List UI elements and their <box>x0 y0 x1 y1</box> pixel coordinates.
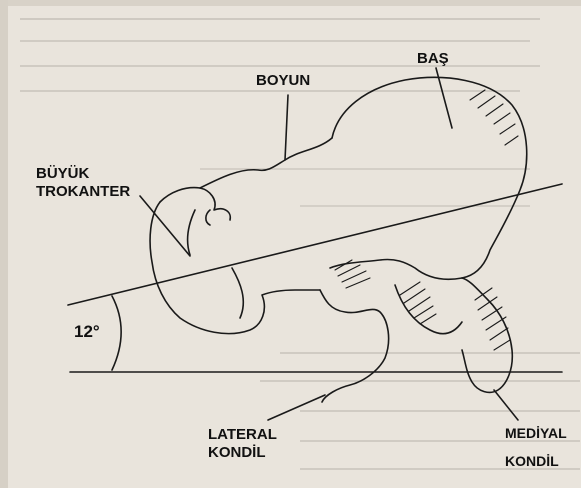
labels: BAŞ BOYUN BÜYÜK TROKANTER 12° LATERAL KO… <box>36 50 567 469</box>
label-trokanter: TROKANTER <box>36 183 130 200</box>
medial-condyle-hatching <box>475 288 510 350</box>
label-lateral: LATERAL <box>208 426 277 443</box>
label-lateral-kondil: KONDİL <box>208 444 266 461</box>
greater-trochanter-outline <box>150 202 320 334</box>
angle-arc <box>112 296 121 370</box>
trochanter-bump <box>206 210 210 225</box>
condyle-inner-arc <box>232 268 243 318</box>
lateral-condyle-outline <box>320 290 389 402</box>
neck-lower-border <box>330 259 462 279</box>
label-medial: MEDİYAL <box>505 425 567 441</box>
trochanter-top <box>160 188 230 220</box>
label-boyun: BOYUN <box>256 72 310 89</box>
leader-lines <box>140 68 518 420</box>
label-buyuk: BÜYÜK <box>36 165 90 182</box>
neck-axis-line <box>68 184 562 305</box>
trochanter-inner <box>188 210 195 255</box>
leader-lateral-kondil <box>268 395 325 420</box>
leader-boyun <box>285 95 288 160</box>
neck-hatching <box>335 260 370 288</box>
head-hatching <box>470 90 518 145</box>
reference-lines <box>68 184 562 372</box>
neck-upper-border <box>200 138 332 188</box>
intercondylar-hatching <box>400 282 436 324</box>
leader-medial-kondil <box>494 390 518 420</box>
label-angle: 12° <box>74 322 100 341</box>
label-bas: BAŞ <box>417 50 449 67</box>
medial-condyle-outline <box>462 278 512 392</box>
label-medial-kondil: KONDİL <box>505 453 559 469</box>
leader-buyuk-trokanter <box>140 196 190 256</box>
